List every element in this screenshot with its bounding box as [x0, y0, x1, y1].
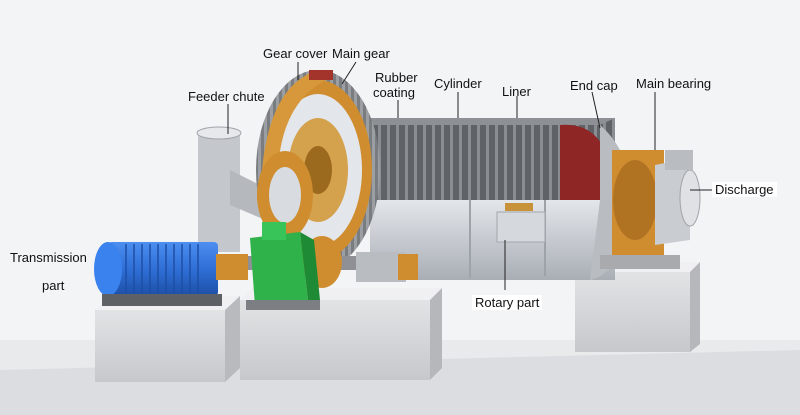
- label-rotary-part: Rotary part: [472, 295, 543, 310]
- label-transmission-1: Transmission: [10, 250, 87, 265]
- label-gear-cover: Gear cover: [263, 46, 328, 61]
- reducer: [246, 222, 320, 310]
- discharge-unit: [655, 150, 701, 245]
- gear-cover: [262, 70, 333, 170]
- label-end-cap: End cap: [570, 78, 618, 93]
- label-rubber-coating-1: Rubber: [375, 70, 418, 85]
- label-rubber-coating-2: coating: [373, 85, 415, 100]
- feed-bearing: [257, 151, 313, 239]
- label-cylinder: Cylinder: [434, 76, 482, 91]
- leader-lines: [227, 61, 712, 290]
- label-discharge: Discharge: [712, 182, 777, 197]
- label-main-gear: Main gear: [332, 46, 390, 61]
- label-transmission-2: part: [42, 278, 65, 293]
- label-main-bearing: Main bearing: [636, 76, 712, 91]
- label-liner: Liner: [502, 84, 531, 99]
- motor: [94, 242, 248, 306]
- feeder-chute: [196, 126, 270, 252]
- label-feeder-chute: Feeder chute: [188, 89, 265, 104]
